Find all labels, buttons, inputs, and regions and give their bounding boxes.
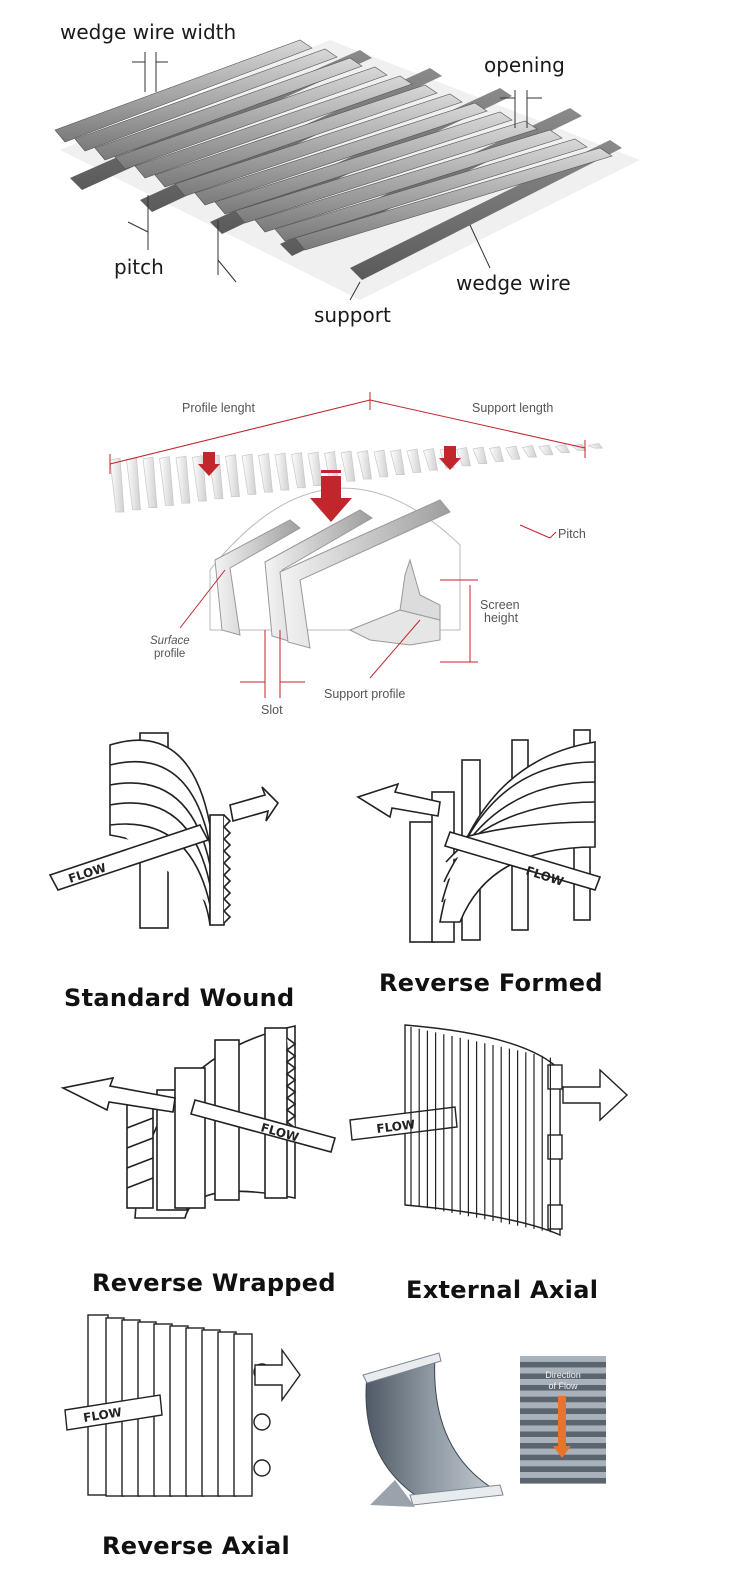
curved-sieve-screen-photo: [355, 1345, 515, 1515]
label-profile-length: Profile lenght: [182, 401, 255, 415]
caption-reverse-wrapped: Reverse Wrapped: [92, 1269, 336, 1297]
dimension-lines-red: [109, 392, 586, 698]
flow-label-external-axial: FLOW: [376, 1117, 416, 1136]
caption-external-axial: External Axial: [406, 1276, 599, 1304]
label-support-length: Support length: [472, 401, 554, 415]
label-wedge-wire-width: wedge wire width: [60, 20, 237, 44]
label-opening: opening: [484, 53, 565, 77]
label-screen-height-line2: height: [484, 611, 519, 625]
label-wedge-wire: wedge wire: [456, 271, 571, 295]
direction-of-flow-photo: Direction of Flow: [520, 1356, 606, 1484]
external-axial-diagram: FLOW: [345, 1015, 635, 1255]
caption-reverse-axial: Reverse Axial: [102, 1532, 291, 1560]
label-surface-profile-line1: Surface: [150, 635, 190, 647]
reverse-wrapped-diagram: FLOW: [55, 1018, 345, 1248]
reverse-formed-illustration: FLOW: [356, 729, 602, 943]
profile-bars: [109, 443, 604, 513]
profile-dimension-diagram: Profile lenght Support length Pitch Scre…: [0, 380, 750, 720]
label-direction-line2: of Flow: [548, 1381, 578, 1391]
flow-label-reverse-axial: FLOW: [82, 1405, 123, 1425]
label-slot: Slot: [261, 703, 283, 717]
label-support: support: [314, 303, 391, 327]
profile-dimension-illustration: [109, 392, 604, 698]
dimension-lines: [127, 52, 542, 301]
wedge-wire-grid-diagram: wedge wire width opening pitch wedge wir…: [0, 0, 750, 340]
caption-reverse-formed: Reverse Formed: [379, 969, 603, 997]
reverse-formed-diagram: FLOW: [350, 722, 610, 952]
reverse-wrapped-illustration: FLOW: [60, 1025, 336, 1219]
reverse-axial-illustration: FLOW: [64, 1314, 301, 1497]
label-screen-height-line1: Screen: [480, 598, 520, 612]
label-pitch-2: Pitch: [558, 527, 586, 541]
wedge-wire-surface-image: [520, 1356, 606, 1484]
standard-wound-illustration: FLOW: [48, 732, 280, 929]
external-axial-illustration: FLOW: [349, 1024, 629, 1237]
label-surface-profile-line2: profile: [154, 648, 186, 660]
label-support-profile: Support profile: [324, 687, 406, 701]
reverse-axial-diagram: FLOW: [60, 1310, 310, 1510]
wedge-wires: [54, 39, 613, 251]
curved-sieve-screen-image: [362, 1352, 504, 1507]
flow-arrows: [198, 446, 461, 522]
standard-wound-diagram: FLOW: [40, 725, 290, 955]
magnified-profiles: [214, 499, 451, 649]
wedge-wire-grid-illustration: [54, 39, 640, 301]
caption-standard-wound: Standard Wound: [64, 984, 295, 1012]
label-pitch: pitch: [114, 255, 164, 279]
label-direction-line1: Direction: [545, 1370, 581, 1380]
